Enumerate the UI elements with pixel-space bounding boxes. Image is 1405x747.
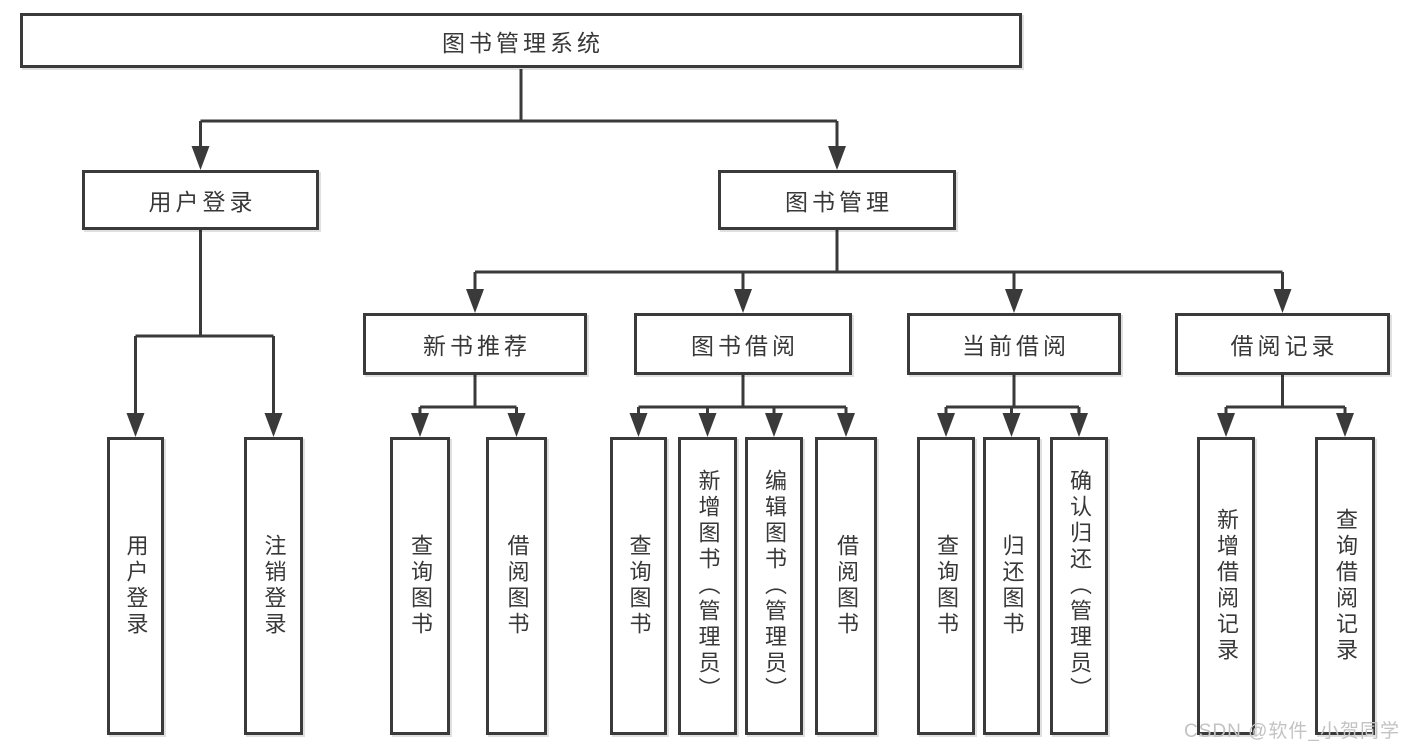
- leaf-query-borrow-record-label: 查询借阅记录: [1333, 508, 1358, 664]
- node-book-management: 图书管理: [718, 170, 956, 230]
- leaf-logout: 注销登录: [244, 437, 303, 735]
- leaf-borrowing-borrow-books: 借阅图书: [815, 437, 877, 735]
- leaf-logout-label: 注销登录: [261, 534, 287, 638]
- leaf-borrowing-borrow-books-label: 借阅图书: [834, 534, 859, 638]
- leaf-confirm-return-admin-label: 确认归还（管理员）: [1067, 469, 1092, 703]
- leaf-add-borrow-record-label: 新增借阅记录: [1214, 508, 1239, 664]
- leaf-recommend-borrow-books-label: 借阅图书: [504, 534, 530, 638]
- node-new-book-recommend-label: 新书推荐: [423, 333, 531, 359]
- tree-edges: [134, 69, 1347, 415]
- node-root-system-label: 图书管理系统: [442, 29, 604, 56]
- watermark: CSDN @软件_小贺同学: [1184, 721, 1400, 742]
- node-root-system: 图书管理系统: [20, 13, 1022, 68]
- leaf-edit-books-admin-label: 编辑图书（管理员）: [762, 469, 787, 703]
- leaf-recommend-query-books: 查询图书: [390, 437, 450, 735]
- node-current-borrowing-label: 当前借阅: [962, 333, 1070, 359]
- arrowhead-icons: [126, 146, 1354, 437]
- leaf-return-books: 归还图书: [983, 437, 1040, 735]
- node-borrowing-records: 借阅记录: [1175, 313, 1390, 375]
- leaf-add-books-admin: 新增图书（管理员）: [678, 437, 737, 735]
- leaf-user-login-label: 用户登录: [123, 534, 149, 638]
- leaf-confirm-return-admin: 确认归还（管理员）: [1050, 437, 1108, 735]
- leaf-borrowing-query-books: 查询图书: [610, 437, 667, 735]
- node-current-borrowing: 当前借阅: [907, 313, 1121, 375]
- node-borrowing-records-label: 借阅记录: [1230, 333, 1339, 359]
- node-book-borrowing: 图书借阅: [634, 313, 852, 375]
- leaf-user-login: 用户登录: [107, 437, 164, 735]
- leaf-current-query-books: 查询图书: [917, 437, 975, 735]
- leaf-recommend-borrow-books: 借阅图书: [486, 437, 547, 735]
- node-user-login: 用户登录: [82, 170, 319, 230]
- node-book-management-label: 图书管理: [785, 189, 893, 215]
- leaf-edit-books-admin: 编辑图书（管理员）: [745, 437, 803, 735]
- node-new-book-recommend: 新书推荐: [363, 313, 587, 375]
- leaf-query-borrow-record: 查询借阅记录: [1315, 437, 1375, 735]
- leaf-current-query-books-label: 查询图书: [934, 534, 959, 638]
- leaf-add-borrow-record: 新增借阅记录: [1197, 437, 1255, 735]
- node-book-borrowing-label: 图书借阅: [691, 333, 799, 359]
- leaf-return-books-label: 归还图书: [999, 534, 1025, 638]
- leaf-borrowing-query-books-label: 查询图书: [626, 534, 652, 638]
- leaf-add-books-admin-label: 新增图书（管理员）: [695, 469, 721, 703]
- leaf-recommend-query-books-label: 查询图书: [408, 534, 433, 638]
- node-user-login-label: 用户登录: [148, 189, 257, 215]
